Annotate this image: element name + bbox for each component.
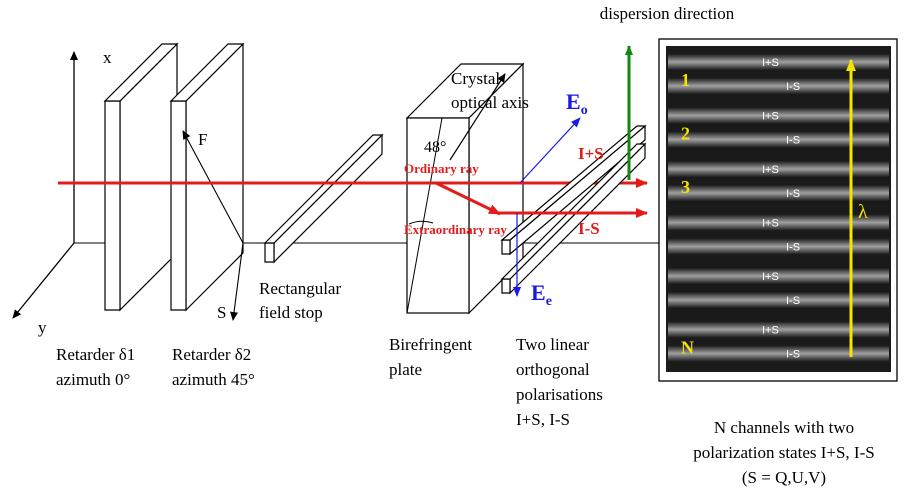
detector-frame: I+SI-S1I+SI-S2I+SI-S3I+SI-SI+SI-SI+SI-SN… [658,38,898,382]
channel-minus-label: I-S [786,242,800,254]
extraordinary-ray-bend [435,181,501,216]
outputs-label-4: I+S, I-S [516,410,570,429]
retarder-1-azimuth: azimuth 0° [56,370,130,389]
retarder-2: F S [169,42,245,322]
channel-plus-label: I+S [762,57,779,69]
crystal-label-1: Crystal [451,69,500,88]
caption-line-2: polarization states I+S, I-S [693,443,874,462]
detector-stripe [668,107,889,124]
detector-rows: I+SI-S1I+SI-S2I+SI-S3I+SI-SI+SI-SI+SI-SN [668,54,889,362]
detector-stripe [668,292,889,308]
channel-plus-label: I+S [762,111,779,123]
channel-minus-label: I-S [786,349,800,361]
plate-label-2: plate [389,360,422,379]
y-axis [12,242,75,319]
channel-minus-label: I-S [786,81,800,93]
retarder-1-name: Retarder δ1 [56,345,135,364]
detector-stripe [668,161,889,177]
retarder-1 [103,42,179,312]
field-stop [263,133,384,264]
channel-plus-label: I+S [762,164,779,176]
channel-minus-label: I-S [786,135,800,147]
y-axis-label: y [38,318,47,337]
detector-stripe [668,345,889,362]
wavelength-label: λ [858,201,868,223]
eo-label: Eo [566,89,588,118]
field-stop-label-2: field stop [259,303,323,322]
field-stop-label-1: Rectangular [259,279,341,298]
fast-axis-label: F [198,130,207,149]
retarder-2-name: Retarder δ2 [172,345,251,364]
outputs-label-1: Two linear [516,335,589,354]
dispersion-label: dispersion direction [600,4,735,23]
detector-image [666,46,891,372]
detector-stripe [668,238,889,255]
detector-stripe [668,131,889,148]
minus-output-label: I-S [578,219,600,238]
extraordinary-ray-label: Extraordinary ray [404,222,507,237]
channel-number: 1 [681,70,690,90]
crystal-label-2: optical axis [451,93,529,112]
slow-axis-label: S [217,303,226,322]
channel-number: N [681,338,694,358]
retarder-2-azimuth: azimuth 45° [172,370,255,389]
channel-number: 2 [681,124,690,144]
x-axis-label: x [103,48,112,67]
ordinary-ray-label: Ordinary ray [404,161,479,176]
slow-axis-vector [230,242,244,321]
outputs-label-3: polarisations [516,385,603,404]
caption-line-1: N channels with two [714,418,854,437]
plus-output-label: I+S [578,144,604,163]
fast-axis-vector [182,130,244,244]
crystal-angle: 48° [424,139,446,156]
detector-stripe [668,268,889,284]
channel-minus-label: I-S [786,188,800,200]
channel-number: 3 [681,177,690,197]
channel-plus-label: I+S [762,271,779,283]
eo-vector [519,117,581,184]
detector-stripe [668,78,889,94]
crystal-axis-arrow [449,73,506,161]
channel-minus-label: I-S [786,295,800,307]
channel-plus-label: I+S [762,325,779,337]
detector-stripe [668,321,889,338]
caption-line-3: (S = Q,U,V) [742,468,826,487]
ee-label: Ee [531,280,552,309]
channel-plus-label: I+S [762,218,779,230]
outputs-label-2: orthogonal [516,360,590,379]
detector-stripe [668,54,889,70]
detector-stripe [668,214,889,231]
detector-stripe [668,185,889,201]
plate-label-1: Birefringent [389,335,472,354]
